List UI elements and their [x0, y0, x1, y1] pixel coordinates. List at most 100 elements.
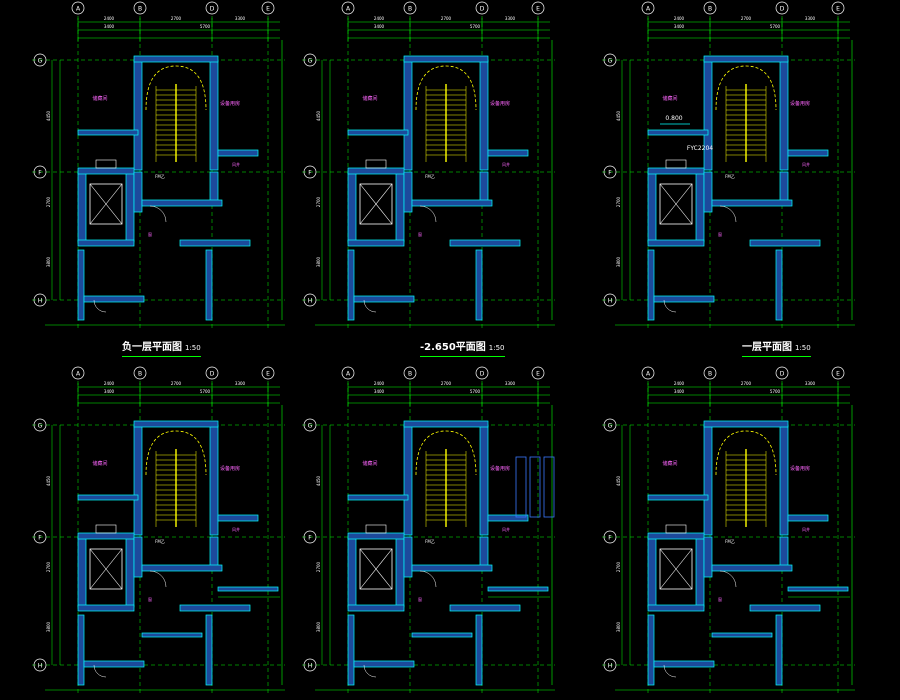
lobby-wall [703, 536, 713, 578]
elevation-mark: 0.800 [665, 115, 682, 122]
door-swing [149, 205, 167, 223]
room-label: 风井 [502, 526, 510, 532]
axis-label: A [646, 371, 651, 378]
dimension-text: 2700 [616, 196, 621, 207]
dimension-text: 3800 [616, 621, 621, 632]
axis-label: E [836, 6, 840, 13]
elevator-door-frame [95, 159, 117, 169]
lobby-wall-bottom [711, 199, 793, 207]
dimension-text: 5700 [200, 389, 211, 394]
axis-bubble [603, 165, 617, 179]
lower-room-wall-bottom [353, 660, 415, 668]
axis-label: B [138, 371, 142, 378]
axis-bubble [341, 1, 355, 15]
lobby-wall [703, 171, 713, 213]
lower-room-wall [205, 249, 213, 321]
axis-bubble [703, 1, 717, 15]
room-label: 窗 [148, 231, 152, 237]
window-panel [543, 456, 555, 518]
door-swing [419, 205, 437, 223]
dimension-text: 3800 [316, 621, 321, 632]
window-panel [529, 456, 541, 518]
lobby-wall-bottom [411, 564, 493, 572]
elevator-door-frame [665, 159, 687, 169]
axis-label: F [38, 535, 42, 542]
dimension-text: 2700 [46, 196, 51, 207]
lower-room-wall [775, 249, 783, 321]
elevator-cross [89, 183, 123, 225]
elevator-cross [659, 548, 693, 590]
axis-label: F [608, 170, 612, 177]
dimension-text: 2400 [104, 381, 115, 386]
axis-bubble [205, 1, 219, 15]
lobby-wall-bottom [411, 199, 493, 207]
dimension-text: 2700 [316, 196, 321, 207]
lower-room-wall [77, 614, 85, 686]
dimension-text: 5700 [770, 389, 781, 394]
side-wall [487, 514, 529, 522]
room-label: 风井 [232, 161, 240, 167]
stair-wall-top [703, 55, 789, 63]
elevator-wall-left [647, 536, 657, 608]
door-tag: FYC2204 [687, 145, 713, 152]
stair-wall-left [133, 424, 143, 536]
window-panel [515, 456, 527, 518]
dimension-text: 2700 [171, 381, 182, 386]
axis-bubble [71, 1, 85, 15]
door-swing [719, 205, 737, 223]
axis-bubble [531, 366, 545, 380]
lower-room-wall [475, 614, 483, 686]
stair-wall-left [703, 424, 713, 536]
dimension-text: 4450 [316, 475, 321, 486]
stair-landing-arc [415, 430, 477, 476]
title-underline [122, 355, 201, 357]
axis-bubble [303, 53, 317, 67]
axis-label: D [480, 6, 485, 13]
room-label: 窗 [418, 596, 422, 602]
axis-label: E [266, 6, 270, 13]
axis-label: F [38, 170, 42, 177]
dimension-text: 3300 [805, 381, 816, 386]
lower-room-wall [205, 614, 213, 686]
axis-label: H [308, 663, 313, 670]
dimension-text: 4450 [616, 110, 621, 121]
axis-bubble [133, 1, 147, 15]
elevator-car [89, 548, 123, 590]
axis-label: A [646, 6, 651, 13]
axis-bubble [703, 366, 717, 380]
axis-label: E [266, 371, 270, 378]
door-label: FM乙 [425, 538, 435, 544]
dimension-text: 2700 [171, 16, 182, 21]
dimension-text: 3300 [235, 16, 246, 21]
axis-bubble [403, 1, 417, 15]
room-label: 风井 [232, 526, 240, 532]
side-wall [217, 149, 259, 157]
lower-room-wall [347, 614, 355, 686]
title-underline [742, 355, 811, 357]
room-label: 风井 [802, 526, 810, 532]
axis-bubble [603, 658, 617, 672]
elevator-car [359, 183, 393, 225]
axis-label: B [708, 371, 712, 378]
elevator-wall-top [647, 532, 705, 540]
corridor-wall [487, 586, 549, 592]
elevator-wall-right [125, 171, 135, 243]
corridor-wall [141, 632, 203, 638]
lower-room-wall [347, 249, 355, 321]
dimension-text: 2400 [374, 16, 385, 21]
elevator-wall-top [77, 167, 135, 175]
side-wall [487, 149, 529, 157]
room-label: 风井 [502, 161, 510, 167]
axis-bubble [303, 418, 317, 432]
axis-label: D [480, 371, 485, 378]
lower-room-wall-bottom [653, 295, 715, 303]
lower-room-wall-bottom [353, 295, 415, 303]
door-label: FM乙 [725, 173, 735, 179]
axis-bubble [261, 366, 275, 380]
door-label: FM乙 [155, 538, 165, 544]
axis-label: H [38, 663, 43, 670]
lobby-wall [479, 171, 489, 203]
dimension-text: 3400 [104, 389, 115, 394]
lower-room-wall [77, 249, 85, 321]
axis-label: D [210, 6, 215, 13]
